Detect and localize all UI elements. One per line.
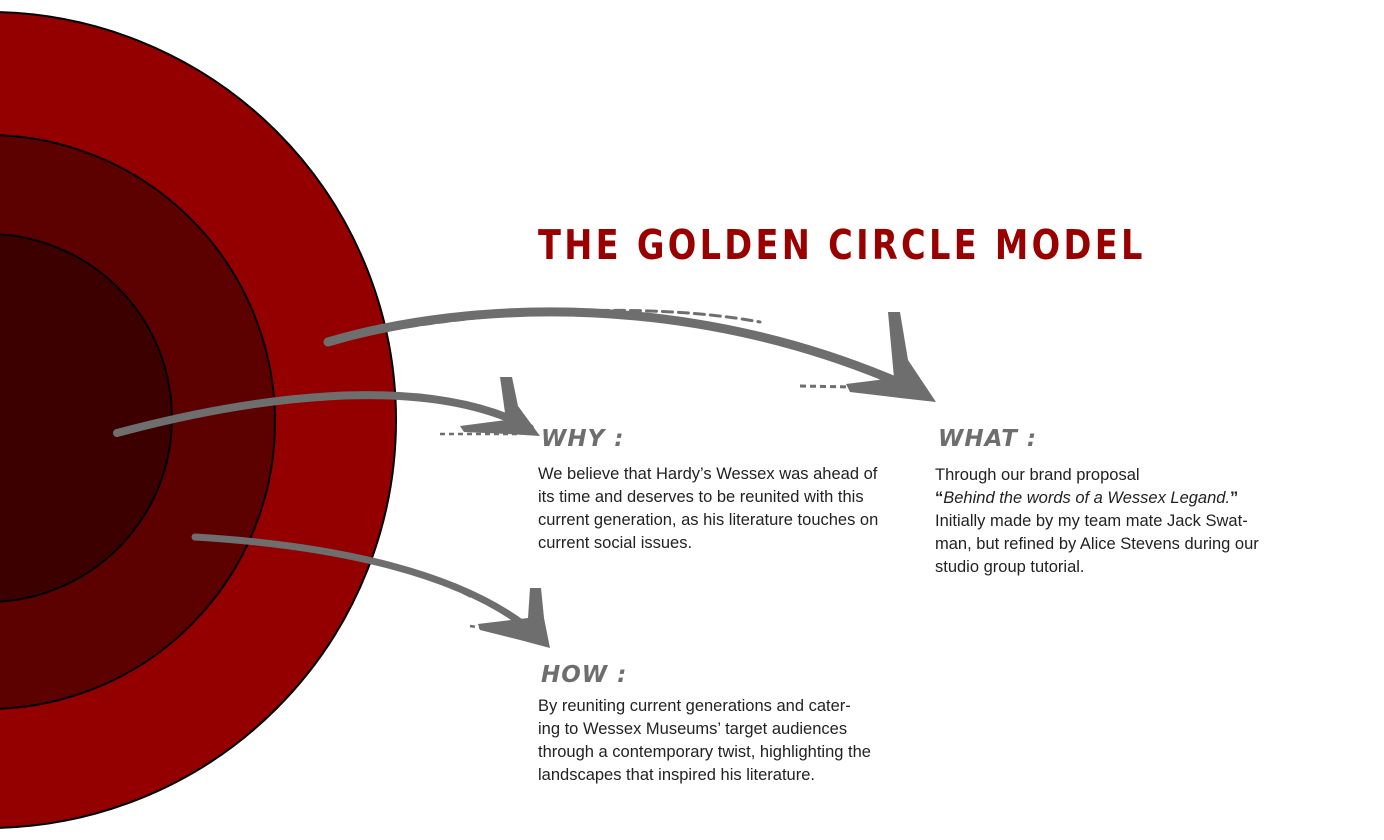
how-description: By reuniting current generations and cat… <box>538 695 918 787</box>
why-description: We believe that Hardy’s Wessex was ahead… <box>538 463 918 555</box>
what-line: man, but refined by Alice Stevens during… <box>935 535 1259 553</box>
what-description: Through our brand proposal “Behind the w… <box>935 464 1315 579</box>
how-line: through a contemporary twist, highlighti… <box>538 743 871 761</box>
what-heading: WHAT : <box>938 426 1038 452</box>
why-heading: WHY : <box>541 426 625 452</box>
why-line: We believe that Hardy’s Wessex was ahead… <box>538 465 878 483</box>
why-line: current generation, as his literature to… <box>538 511 879 529</box>
arrow-how-head <box>478 588 550 648</box>
what-line: Through our brand proposal <box>935 466 1140 484</box>
arrow-why-texture <box>148 393 442 426</box>
how-line: landscapes that inspired his literature. <box>538 766 815 784</box>
arrow-what-shaft <box>323 307 925 397</box>
arrow-what-texture <box>358 308 762 337</box>
quote-close-mark: ” <box>1230 489 1239 507</box>
arrow-what-head <box>846 312 936 402</box>
how-line: ing to Wessex Museums’ target audiences <box>538 720 848 738</box>
how-heading: HOW : <box>541 662 628 688</box>
arrow-how-texture <box>228 538 472 598</box>
brand-proposal-quote: Behind the words of a Wessex Legand. <box>943 489 1231 507</box>
how-line: By reuniting current generations and cat… <box>538 697 851 715</box>
why-line: its time and deserves to be reunited wit… <box>538 488 864 506</box>
what-brand-quote: “Behind the words of a Wessex Legand.” <box>935 487 1315 510</box>
page-title: THE GOLDEN CIRCLE MODEL <box>538 221 1146 269</box>
arrow-what-scratch <box>799 384 906 390</box>
arrow-why-head <box>460 377 540 436</box>
quote-open-mark: “ <box>935 489 944 507</box>
what-line: studio group tutorial. <box>935 558 1085 576</box>
arrow-how-scratch <box>469 624 541 638</box>
why-line: current social issues. <box>538 534 693 552</box>
what-line: Initially made by my team mate Jack Swat… <box>935 512 1248 530</box>
